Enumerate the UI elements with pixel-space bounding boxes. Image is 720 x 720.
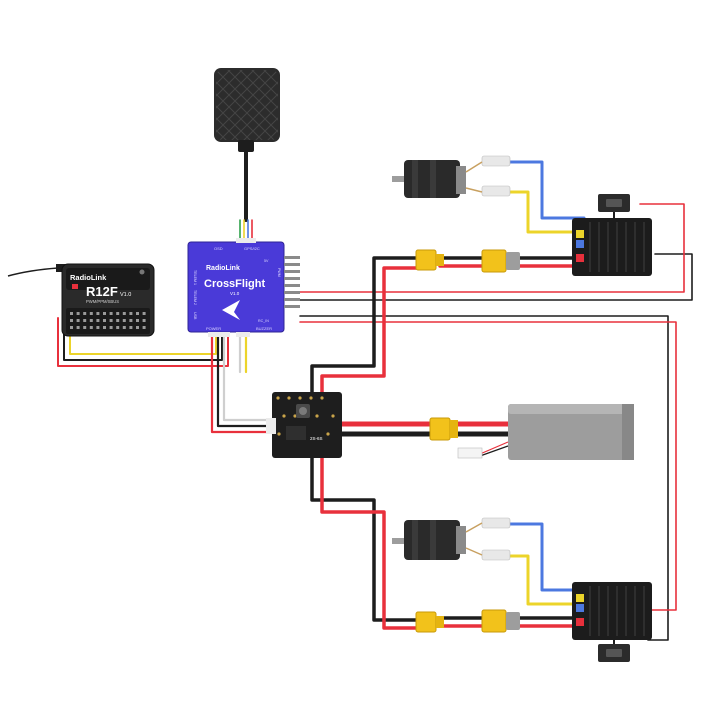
fc-port-telem2: TELEM 2 [193, 290, 197, 305]
esc2-xt60-pair [415, 609, 520, 633]
receiver-pin-header [66, 308, 150, 334]
pdb-esc2-power-red [320, 454, 432, 630]
pdb-esc1-power-red [320, 266, 432, 396]
esc2-power-switch [598, 644, 630, 662]
fc-port-rc: RC_IN [258, 319, 269, 323]
receiver-signal-wire-red [57, 317, 229, 367]
pdb-fc-connector [266, 418, 276, 434]
fc-to-esc2-signal-red [299, 321, 677, 611]
receiver-bind-button [139, 269, 145, 275]
pdb-label: 2S-6S [310, 436, 323, 441]
motor-2 [392, 517, 511, 561]
fc-pwm-pins [284, 256, 300, 308]
receiver: RadioLink R12F V1.0 PWM/PPM/SBUS [61, 263, 155, 337]
battery-xt60-connector [429, 417, 458, 441]
receiver-pins [70, 312, 146, 329]
esc-1 [572, 218, 652, 276]
esc-2 [572, 582, 652, 640]
arrow-logo-icon [222, 300, 240, 320]
fc-power-connector [208, 332, 230, 337]
balance-connector [457, 447, 483, 459]
flight-controller: OSD GPS/I2C RadioLink CrossFlight V1.0 T… [187, 238, 300, 337]
fc-vtx-connector [236, 238, 256, 243]
receiver-signal-wire-black [63, 317, 223, 361]
fc-port-buzzer: BUZZER [256, 326, 272, 331]
fc-port-5v: 5V [264, 259, 269, 263]
esc1-power-switch [598, 194, 630, 212]
fc-port-power: POWER [206, 326, 221, 331]
fc-to-esc1-signal-black [299, 253, 693, 301]
fc-port-pwm: PWM [277, 268, 281, 277]
fc-to-esc2-signal-black [299, 315, 669, 641]
fc-to-esc1-signal-red [299, 203, 685, 293]
esc1-xt60-pair [415, 249, 520, 273]
fc-brand: RadioLink [206, 265, 240, 272]
pdb-esc2-power-black [310, 454, 432, 622]
fc-port-telem1: TELEM 1 [193, 270, 197, 285]
motor-1 [392, 155, 511, 198]
receiver-model-sub: PWM/PPM/SBUS [86, 299, 119, 304]
pdb-esc1-power-black [310, 256, 432, 396]
fc-buzzer-connector [236, 332, 250, 337]
receiver-model: R12F [86, 284, 118, 299]
receiver-brand: RadioLink [70, 273, 107, 282]
fc-name: CrossFlight [204, 278, 265, 290]
fc-power-wire-white [222, 334, 274, 422]
receiver-version: V1.0 [120, 292, 131, 298]
fc-port-osd: OSD [214, 246, 223, 251]
vtx-icon [214, 68, 280, 152]
fc-power-wire-red [210, 334, 274, 434]
fc-version: V1.0 [230, 291, 240, 296]
receiver-status-led [72, 284, 78, 289]
antenna-icon [7, 264, 66, 277]
lipo-battery [457, 404, 634, 460]
fc-port-gps: GPS/I2C [244, 246, 260, 251]
power-distribution-board: 2S-6S [266, 392, 342, 458]
fc-power-wire-black [216, 334, 274, 428]
fc-port-usb: USB [193, 312, 197, 320]
